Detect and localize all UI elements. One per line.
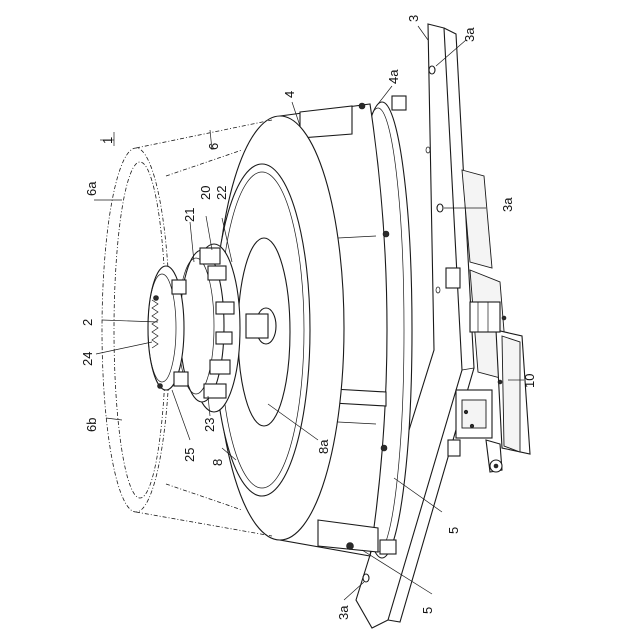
label-4: 4 — [282, 91, 297, 98]
label-3a-mid: 3a — [500, 197, 515, 212]
label-22: 22 — [214, 186, 229, 200]
hub-ring — [178, 244, 240, 412]
label-10: 10 — [522, 374, 537, 388]
label-24: 24 — [80, 352, 95, 366]
label-3a-top: 3a — [462, 27, 477, 42]
label-2: 2 — [80, 319, 95, 326]
label-25: 25 — [182, 448, 197, 462]
label-4a: 4a — [386, 69, 401, 84]
label-8: 8 — [210, 459, 225, 466]
label-5-b: 5 — [420, 607, 435, 614]
label-5-a: 5 — [446, 527, 461, 534]
label-6b: 6b — [84, 418, 99, 432]
label-8a: 8a — [316, 439, 331, 454]
label-21: 21 — [182, 208, 197, 222]
label-6: 6 — [206, 143, 221, 150]
label-6a: 6a — [84, 181, 99, 196]
label-3: 3 — [406, 15, 421, 22]
label-20: 20 — [198, 186, 213, 200]
label-1: 1 — [100, 137, 115, 144]
label-23: 23 — [202, 418, 217, 432]
label-3a-bot: 3a — [336, 605, 351, 620]
inner-disc — [148, 266, 188, 390]
